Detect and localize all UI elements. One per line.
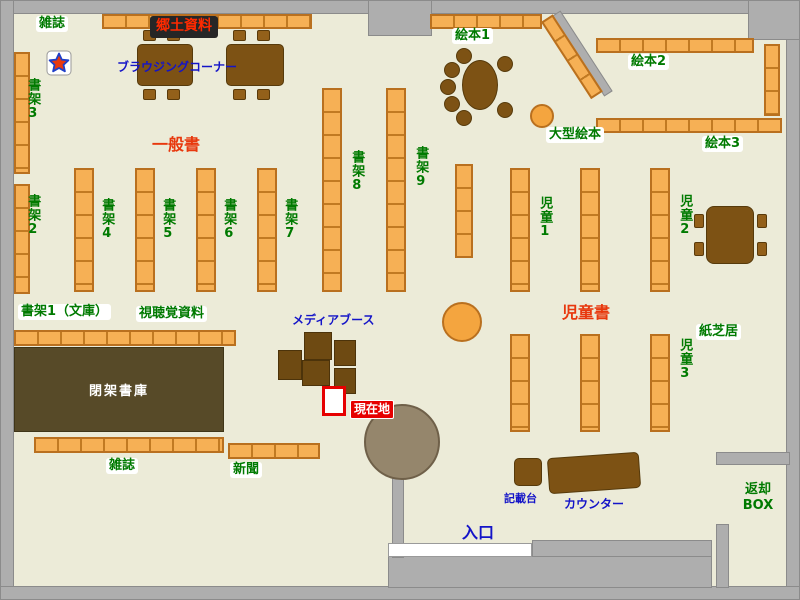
shelf-5 <box>135 168 155 292</box>
label-shelf-1-bunko: 書架1（文庫） <box>18 304 112 321</box>
shelf-audio-visual <box>14 330 236 346</box>
label-picture-books-2: 絵本2 <box>628 54 670 71</box>
chair <box>167 89 180 100</box>
shelf-newspapers <box>228 443 320 459</box>
wall-right <box>786 0 800 600</box>
wall-top-right <box>748 0 800 40</box>
label-audio-visual: 視聴覚資料 <box>136 306 208 323</box>
chair <box>694 214 704 228</box>
shelf-picture-books-3 <box>596 118 782 133</box>
stool <box>440 79 456 95</box>
stool <box>456 110 472 126</box>
label-newspapers: 新聞 <box>230 462 263 479</box>
wall-returnbox-top <box>716 452 790 465</box>
label-shelf-5: 書架5 <box>160 198 176 242</box>
star-icon <box>46 50 72 76</box>
label-kamishibai: 紙芝居 <box>696 324 742 341</box>
chair <box>757 242 767 256</box>
label-general-books: 一般書 <box>152 135 201 154</box>
label-shelf-4: 書架4 <box>99 198 115 242</box>
label-children-books: 児童書 <box>562 303 611 322</box>
shelf-8 <box>322 88 342 292</box>
label-large-picture-books: 大型絵本 <box>546 127 605 144</box>
label-magazines-bottom: 雑誌 <box>106 458 139 475</box>
shelf-4 <box>74 168 94 292</box>
shelf-right-wall <box>764 44 780 116</box>
shelf-children-2 <box>650 168 670 292</box>
shelf-children-mid-upper <box>580 168 600 292</box>
shelf-children-lower-2 <box>580 334 600 432</box>
chair <box>757 214 767 228</box>
stool <box>497 56 513 72</box>
wall-entrance-right <box>532 540 712 557</box>
shelf-7 <box>257 168 277 292</box>
shelf-9 <box>386 88 406 292</box>
label-writing-stand: 記載台 <box>504 492 537 505</box>
label-shelf-7: 書架7 <box>282 198 298 242</box>
media-booth <box>304 332 332 360</box>
label-magazines-top: 雑誌 <box>36 16 69 33</box>
wall-left <box>0 0 14 600</box>
closed-stacks-area: 閉架書庫 <box>14 347 224 432</box>
current-location-booth <box>322 386 346 416</box>
label-browsing-corner: ブラウジングコーナー <box>117 60 238 74</box>
label-picture-books-3: 絵本3 <box>702 136 744 153</box>
label-children-1: 児童1 <box>537 196 553 240</box>
stool <box>456 48 472 64</box>
label-children-2: 児童2 <box>677 194 693 238</box>
shelf-center <box>455 164 473 258</box>
label-shelf-2: 書架2 <box>25 194 41 238</box>
chair <box>143 89 156 100</box>
stool <box>444 96 460 112</box>
wall-bottom <box>0 586 800 600</box>
label-local-materials: 郷土資料 <box>150 16 218 38</box>
wall-top-center <box>368 0 432 36</box>
writing-stand <box>514 458 542 486</box>
entrance-opening <box>388 543 532 557</box>
label-return-box: 返却 BOX <box>742 482 774 514</box>
media-booth <box>302 360 330 386</box>
wall-returnbox-left <box>716 524 729 588</box>
shelf-magazines <box>34 437 224 453</box>
story-time-table <box>462 60 498 110</box>
stool <box>444 62 460 78</box>
shelf-6 <box>196 168 216 292</box>
browsing-table <box>226 44 284 86</box>
media-booth <box>334 340 356 366</box>
large-picture-books-stand <box>530 104 554 128</box>
label-counter: カウンター <box>564 497 625 511</box>
stool <box>497 102 513 118</box>
chair <box>257 89 270 100</box>
shelf-diagonal <box>541 14 603 100</box>
shelf-picture-books-2 <box>596 38 754 53</box>
wall-entrance-bottom <box>388 556 712 588</box>
shelf-2 <box>14 184 30 294</box>
shelf-3 <box>14 52 30 174</box>
label-entrance: 入口 <box>462 523 495 542</box>
label-children-3: 児童3 <box>677 338 693 382</box>
shelf-children-3 <box>650 334 670 432</box>
chair <box>694 242 704 256</box>
round-display-table <box>442 302 482 342</box>
chair <box>233 89 246 100</box>
media-booth <box>278 350 302 380</box>
label-shelf-6: 書架6 <box>221 198 237 242</box>
chair <box>257 30 270 41</box>
browsing-table <box>137 44 193 86</box>
label-shelf-3: 書架3 <box>25 78 41 122</box>
label-picture-books-1: 絵本1 <box>452 28 494 45</box>
shelf-picture-books-1 <box>430 14 542 29</box>
label-shelf-8: 書架8 <box>349 150 365 194</box>
label-media-booth: メディアブース <box>292 313 375 327</box>
shelf-children-lower-1 <box>510 334 530 432</box>
shelf-children-1 <box>510 168 530 292</box>
children-table <box>706 206 754 264</box>
chair <box>233 30 246 41</box>
label-current-location: 現在地 <box>350 400 395 419</box>
label-shelf-9: 書架9 <box>413 146 429 190</box>
closed-stacks-label: 閉架書庫 <box>88 384 149 399</box>
counter-desk <box>546 451 642 495</box>
